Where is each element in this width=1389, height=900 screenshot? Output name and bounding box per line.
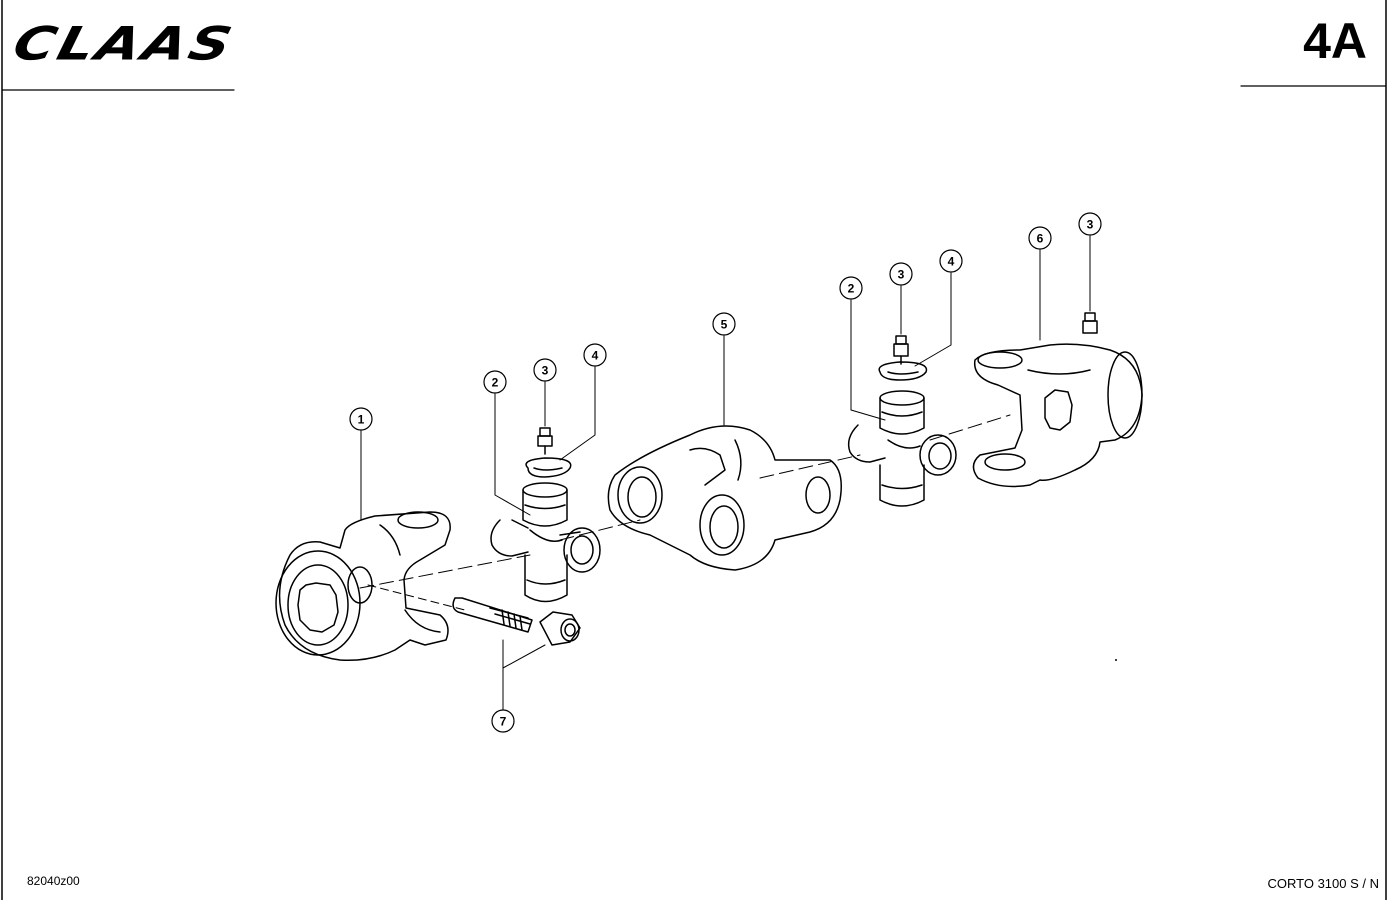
part-bolt-and-nut [452, 597, 581, 646]
part-yoke-left [275, 511, 451, 662]
part-circlip-right [878, 361, 928, 381]
part-double-yoke [607, 425, 842, 571]
part-cross-left [490, 482, 601, 603]
callout-3-middle: 3 [898, 268, 905, 282]
part-circlip-left [525, 457, 572, 478]
callout-2-left: 2 [492, 376, 499, 390]
callout-7: 7 [500, 715, 507, 729]
callout-2-right: 2 [848, 282, 855, 296]
part-grease-nipple-left [537, 427, 553, 455]
part-yoke-right [972, 343, 1143, 488]
part-grease-nipple-middle [893, 335, 909, 365]
callout-3-right: 3 [1087, 218, 1094, 232]
callout-5: 5 [721, 318, 728, 332]
callout-circles [349, 212, 1102, 733]
callout-4-left: 4 [592, 349, 599, 363]
machine-model: CORTO 3100 S / N [1267, 876, 1379, 891]
callout-1: 1 [358, 413, 365, 427]
callout-4-right: 4 [948, 255, 955, 269]
callout-6: 6 [1037, 232, 1044, 246]
callout-3-left: 3 [542, 364, 549, 378]
page-code: 4A [1303, 13, 1367, 69]
document-number: 82040z00 [27, 874, 80, 888]
part-cross-right [847, 390, 957, 507]
part-grease-nipple-right [1082, 312, 1098, 334]
centre-axis [359, 414, 1011, 611]
stray-dot [1115, 659, 1117, 661]
leader-lines [360, 235, 1091, 711]
